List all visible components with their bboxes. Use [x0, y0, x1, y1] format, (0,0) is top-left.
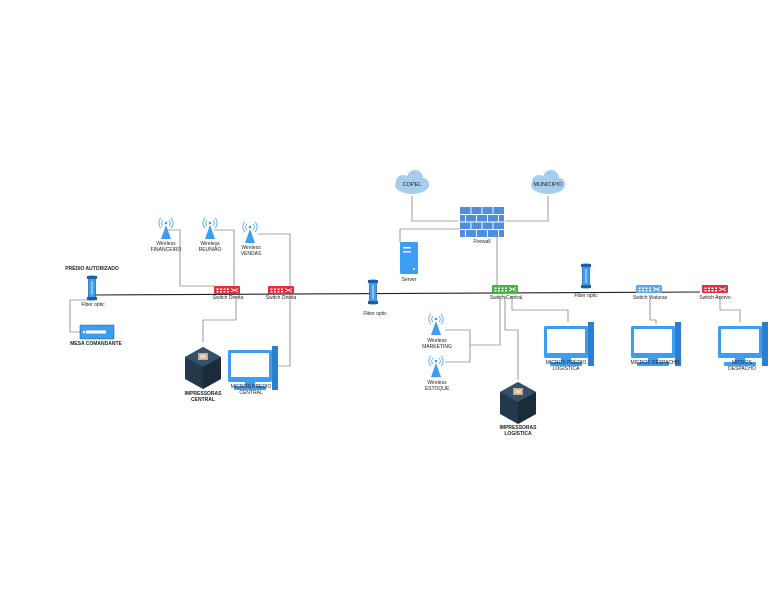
label-wifi-reuniao: Wireless REUNIÃO: [198, 241, 222, 253]
link-firewall-server: [399, 228, 460, 242]
label-wifi-estoque: Wireless ESTOQUE: [424, 380, 450, 392]
label-wifi-vendas: Wireless VENDAS: [240, 245, 262, 257]
link-micros-logistica: [511, 296, 569, 322]
fiber-optic-left-icon: [86, 275, 98, 301]
link-impressoras-central: [202, 296, 237, 342]
mesa-comandante-icon: [79, 324, 115, 340]
cloud-copel: [395, 170, 429, 194]
label-switch-direita-1: Switch Direita: [212, 295, 244, 301]
switch-viaturas-icon: [635, 284, 663, 294]
label-server: Server: [401, 277, 417, 283]
label-switch-viaturas: Switch Viaturas: [632, 295, 668, 301]
wifi-reuniao-icon: [202, 217, 218, 240]
printer-logistica-icon: [500, 382, 536, 424]
link-wifi-vendas: [258, 233, 291, 367]
label-mesa-comandante: MESA COMANDANTE: [70, 341, 122, 347]
switch-acervo-icon: [701, 284, 729, 294]
link-micros-despacho-1: [649, 296, 657, 324]
wifi-marketing-icon: [428, 313, 444, 336]
label-impressoras-logistica: IMPRESSORAS LOGÍSTICA: [499, 425, 537, 437]
link-wifi-estoque: [445, 345, 471, 363]
label-switch-acervo: Switch Acervo: [699, 295, 731, 301]
label-wifi-financeiro: Wireless FINANCEIRO: [150, 241, 182, 253]
switch-direita-1-icon: [213, 285, 241, 295]
link-wifi-reuniao: [214, 229, 235, 286]
firewall-icon: [460, 207, 504, 237]
label-fiber-left: Fiber optic: [81, 302, 105, 308]
label-switch-central: Switch Central: [489, 295, 523, 301]
backbone-link: [91, 291, 701, 296]
label-micros-despacho-2: MICROS DESPACHO: [728, 360, 756, 372]
wifi-estoque-icon: [428, 355, 444, 378]
switch-central-icon: [491, 284, 519, 294]
fiber-optic-right-icon: [580, 263, 592, 289]
label-fiber-middle: Fiber optic: [363, 311, 387, 317]
label-micros-logistica: MICROS PRÉDIO LOGÍSTICA: [545, 360, 587, 372]
label-micros-despacho-1: MICROS DESPACHO: [630, 360, 680, 366]
printer-central-icon: [185, 347, 221, 389]
link-copel-firewall: [411, 196, 458, 222]
label-predio-autorizado: PRÉDIO AUTORIZADO: [65, 266, 119, 272]
link-impressoras-logistica: [504, 296, 519, 380]
wifi-financeiro-icon: [158, 217, 174, 240]
server-icon: [400, 242, 418, 274]
link-fiber-mesa: [69, 299, 92, 333]
link-municipio-firewall: [505, 196, 549, 222]
switch-direita-2-icon: [267, 285, 295, 295]
label-municipio: MUNICIPIO: [533, 182, 563, 188]
label-impressoras-central: IMPRESSORAS CENTRAL: [184, 391, 222, 403]
connections: [69, 196, 741, 380]
cloud-municipio: [531, 170, 565, 194]
link-wifi-marketing: [445, 296, 501, 346]
link-micros-despacho-2: [719, 296, 741, 322]
wifi-vendas-icon: [242, 221, 258, 244]
label-switch-direita-2: Switch Direita: [265, 295, 297, 301]
label-fiber-right: Fiber optic: [574, 293, 598, 299]
label-copel: COPEL: [402, 182, 422, 188]
fiber-optic-middle-icon: [367, 279, 379, 305]
label-firewall: Firewall: [473, 239, 491, 245]
link-wifi-financeiro: [168, 229, 215, 287]
label-wifi-marketing: Wireless MARKETING: [422, 338, 452, 350]
label-micros-central: MICROS PRÉDIO CENTRAL: [230, 384, 272, 396]
